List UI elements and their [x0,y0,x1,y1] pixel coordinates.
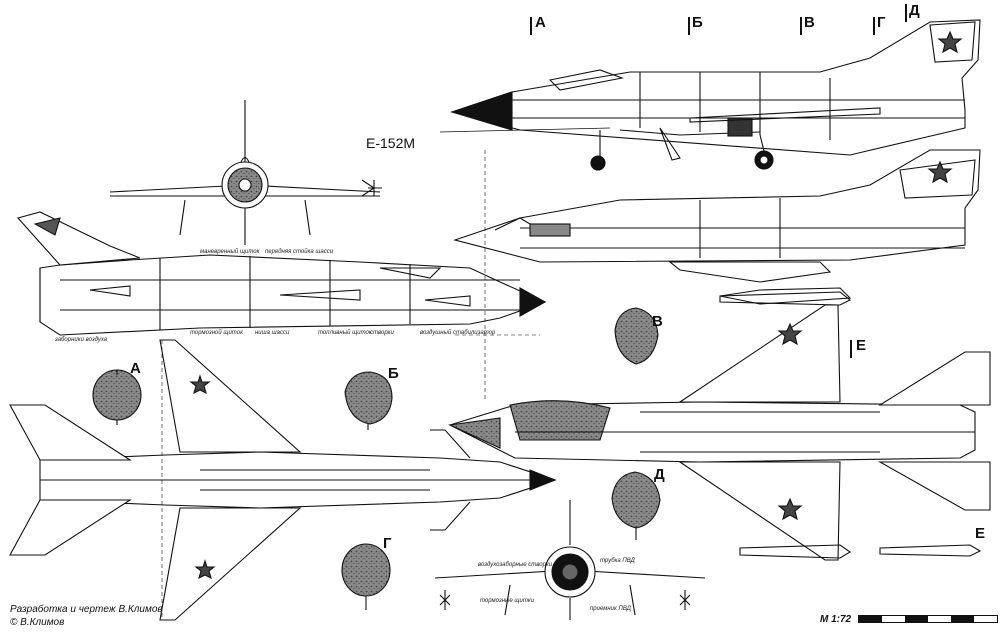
scale-bar [858,615,998,623]
plan-view-right [448,291,991,561]
front-view-bottom [434,500,706,620]
callout-top-1: маневренный щиток [200,249,260,255]
callout-side-6: воздушный стабилизатор [420,330,496,336]
section-label-b-blob: Б [388,365,399,382]
section-label-a-blob: А [130,360,141,377]
callout-front-3: тормозные щитки [480,598,535,604]
cut-mark-d [905,4,907,22]
callout-top-2: передняя стойка шасси [265,249,334,255]
section-label-e-blob: Е [975,525,986,542]
cut-mark-g [873,17,875,35]
section-label-v: В [804,14,815,31]
callout-side-4: топливный щиток [318,330,372,336]
section-label-d: Д [909,2,920,19]
side-view-gear-down [439,19,981,171]
cut-mark-e [850,340,852,358]
plan-view-left [9,339,557,621]
callout-side-2: тормозной щиток [190,330,243,336]
side-view-clean [453,149,981,305]
credit-copyright: © В.Климов [10,617,65,628]
cut-mark-b [688,17,690,35]
callout-side-1: заборники воздуха [55,337,108,343]
callout-front-2: трубка ПВД [600,558,635,564]
section-label-e: Е [856,337,867,354]
callout-side-5: створки [370,330,394,336]
side-view-left [16,211,547,336]
callout-front-1: воздухозаборные створки [478,562,553,568]
section-label-v-blob: В [652,313,663,330]
section-label-a: А [535,14,546,31]
callout-front-4: приемник ПВД [590,606,631,612]
callout-side-3: ниша шасси [255,330,290,336]
cut-lines [161,150,540,620]
drawing-title: Е-152М [366,135,416,151]
section-label-g: Г [877,14,886,31]
cut-mark-v [800,17,802,35]
section-label-d-blob: Д [654,466,665,483]
front-view-top [109,100,382,245]
cut-mark-a [530,17,532,35]
sections [92,307,661,610]
scale-label: М 1:72 [820,614,852,625]
credit-author: Разработка и чертеж В.Климов [10,604,163,615]
section-label-g-blob: Г [383,535,392,552]
section-label-b: Б [692,14,703,31]
